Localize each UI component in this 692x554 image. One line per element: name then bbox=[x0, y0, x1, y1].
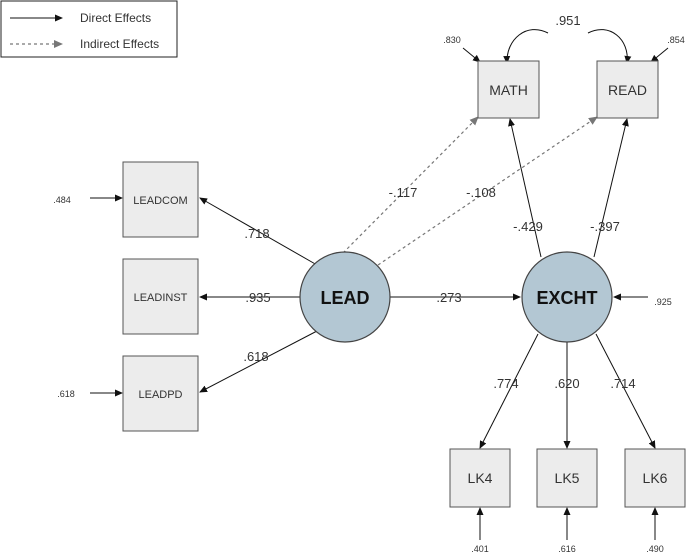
coef-math-read-cov: .951 bbox=[555, 13, 580, 28]
node-box-math bbox=[477, 60, 540, 119]
node-label-lk6: LK6 bbox=[643, 470, 668, 486]
coef-excht-math: -.429 bbox=[513, 219, 543, 234]
node-label-excht: EXCHT bbox=[536, 288, 597, 308]
node-label-leadinst: LEADINST bbox=[134, 292, 188, 304]
node-label-math: MATH bbox=[489, 82, 528, 98]
paths bbox=[90, 29, 669, 540]
node-label-leadpd: LEADPD bbox=[138, 389, 182, 401]
node-box-lk4 bbox=[449, 448, 511, 508]
error-arrow-read bbox=[650, 47, 669, 63]
node-circle-excht bbox=[521, 251, 613, 343]
path-lead-leadpd bbox=[199, 330, 318, 393]
node-label-lk4: LK4 bbox=[468, 470, 493, 486]
coef-lead-math-indirect: -.117 bbox=[389, 185, 418, 200]
node-label-read: READ bbox=[608, 82, 647, 98]
node-box-leadinst bbox=[122, 258, 199, 335]
error-lk4: .401 bbox=[471, 544, 489, 554]
error-lk6: .490 bbox=[646, 544, 664, 554]
legend-indirect-label: Indirect Effects bbox=[80, 37, 159, 51]
cov-arrow-math-end bbox=[503, 29, 549, 64]
node-label-leadcom: LEADCOM bbox=[133, 195, 187, 207]
path-excht-math bbox=[508, 118, 542, 258]
path-excht-lk4 bbox=[479, 333, 539, 449]
path-lead-read-indirect bbox=[377, 116, 598, 266]
error-excht: .925 bbox=[654, 297, 672, 307]
cov-arrow-read-end bbox=[587, 29, 632, 64]
path-lead-leadcom bbox=[199, 197, 318, 266]
node-box-lk5 bbox=[536, 448, 598, 508]
error-labels: .484 .618 .925 .830 .854 .401 .616 .490 bbox=[53, 35, 685, 554]
legend: Direct Effects Indirect Effects bbox=[0, 0, 178, 58]
coef-lead-leadcom: .718 bbox=[244, 226, 269, 241]
node-circle-lead bbox=[299, 251, 391, 343]
coef-lead-leadpd: .618 bbox=[243, 349, 268, 364]
coef-lead-read-indirect: -.108 bbox=[466, 185, 496, 200]
coef-excht-read: -.397 bbox=[590, 219, 620, 234]
error-lk5: .616 bbox=[558, 544, 576, 554]
node-box-leadcom bbox=[122, 161, 199, 238]
error-leadcom: .484 bbox=[53, 195, 71, 205]
observed-nodes: LEADCOM LEADINST LEADPD MATH READ LK4 LK… bbox=[122, 60, 686, 508]
path-excht-read bbox=[593, 118, 629, 258]
path-lead-math-indirect bbox=[342, 116, 479, 254]
legend-direct-label: Direct Effects bbox=[80, 11, 151, 25]
node-label-lead: LEAD bbox=[321, 288, 370, 308]
legend-box bbox=[0, 0, 178, 58]
coefficient-labels: .718 .935 .618 .273 -.117 -.108 -.429 -.… bbox=[243, 13, 635, 391]
node-label-lk5: LK5 bbox=[555, 470, 580, 486]
latent-nodes: LEAD EXCHT bbox=[299, 251, 613, 343]
coef-lead-leadinst: .935 bbox=[245, 290, 270, 305]
path-excht-lk6 bbox=[595, 333, 656, 449]
node-box-lk6 bbox=[624, 448, 686, 508]
coef-excht-lk5: .620 bbox=[554, 376, 579, 391]
error-leadpd: .618 bbox=[57, 389, 75, 399]
node-box-leadpd bbox=[122, 355, 199, 432]
coef-lead-excht: .273 bbox=[436, 290, 461, 305]
coef-excht-lk4: .774 bbox=[493, 376, 518, 391]
error-math: .830 bbox=[443, 35, 461, 45]
error-read: .854 bbox=[667, 35, 685, 45]
error-arrow-math bbox=[462, 47, 481, 63]
node-box-read bbox=[596, 60, 659, 119]
coef-excht-lk6: .714 bbox=[610, 376, 635, 391]
